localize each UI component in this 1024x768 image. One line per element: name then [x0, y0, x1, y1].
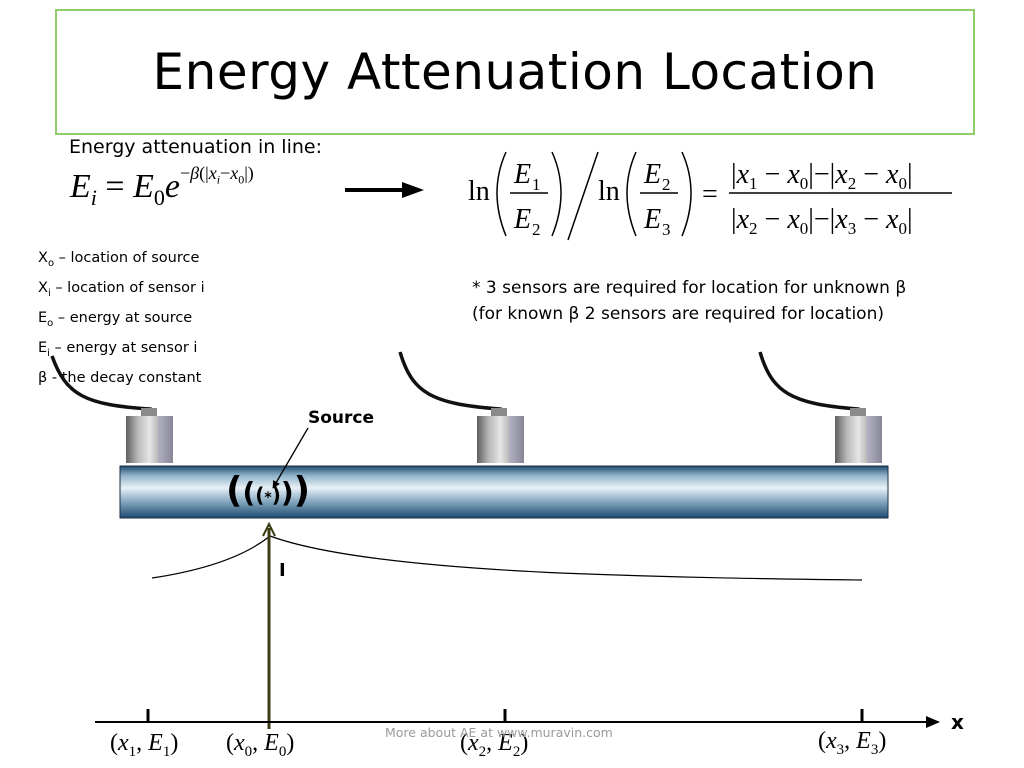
i-label: I: [279, 560, 286, 581]
svg-text:3: 3: [662, 220, 671, 239]
x-axis-label: x: [951, 710, 964, 734]
svg-text:2: 2: [662, 175, 671, 194]
coord-x1-e1: (x1, E1): [110, 730, 179, 760]
title-box: Energy Attenuation Location: [55, 9, 975, 135]
coord-x2-e2: (x2, E2): [460, 730, 529, 760]
energy-curve: [151, 535, 863, 581]
source-label: Source: [308, 408, 375, 428]
attenuation-formula: Ei = E0e−β(|xi−x0|): [70, 162, 254, 210]
subtitle: Energy attenuation in line:: [69, 136, 323, 158]
svg-text:1: 1: [532, 175, 541, 194]
svg-text:E: E: [643, 159, 661, 190]
source-line-arrowhead: [262, 521, 276, 537]
svg-text:|x2 − x0|−|x3 − x0|: |x2 − x0|−|x3 − x0|: [731, 204, 913, 238]
svg-text:E: E: [513, 159, 531, 190]
sensor-1: [126, 408, 173, 463]
legend-item: Eo – energy at source: [38, 309, 193, 329]
legend-item: Xo – location of source: [38, 250, 200, 269]
svg-text:=: =: [702, 179, 718, 210]
footer-link[interactable]: More about AE at www.muravin.com: [385, 725, 613, 740]
sensor-cables: [50, 351, 860, 416]
svg-text:ln: ln: [468, 176, 490, 207]
sensor-2: [477, 408, 524, 463]
legend-item: Xi – location of sensor i: [38, 279, 205, 299]
implies-arrow: [345, 182, 424, 198]
coord-x0-e0: (x0, E0): [226, 730, 295, 760]
source-waves: (((*))): [226, 470, 311, 511]
x-axis-arrowhead: [926, 716, 940, 728]
coord-x3-e3: (x3, E3): [818, 728, 887, 758]
svg-text:ln: ln: [598, 176, 620, 207]
note-line-1: * 3 sensors are required for location fo…: [472, 278, 907, 298]
sensor-note: * 3 sensors are required for location fo…: [472, 275, 906, 327]
svg-text:|x1 − x0|−|x2 − x0|: |x1 − x0|−|x2 − x0|: [731, 159, 913, 193]
pipe: [119, 465, 889, 519]
sensor-3: [835, 408, 882, 463]
legend-item: Ei – energy at sensor i: [38, 339, 198, 359]
note-line-2: (for known β 2 sensors are required for …: [472, 304, 884, 324]
svg-text:E: E: [643, 204, 661, 235]
page-title: Energy Attenuation Location: [152, 43, 878, 101]
svg-text:2: 2: [532, 220, 541, 239]
source-pointer: [272, 427, 309, 489]
legend-item: β - the decay constant: [38, 369, 202, 386]
variable-legend: Xo – location of source Xi – location of…: [38, 246, 205, 390]
svg-text:E: E: [513, 204, 531, 235]
